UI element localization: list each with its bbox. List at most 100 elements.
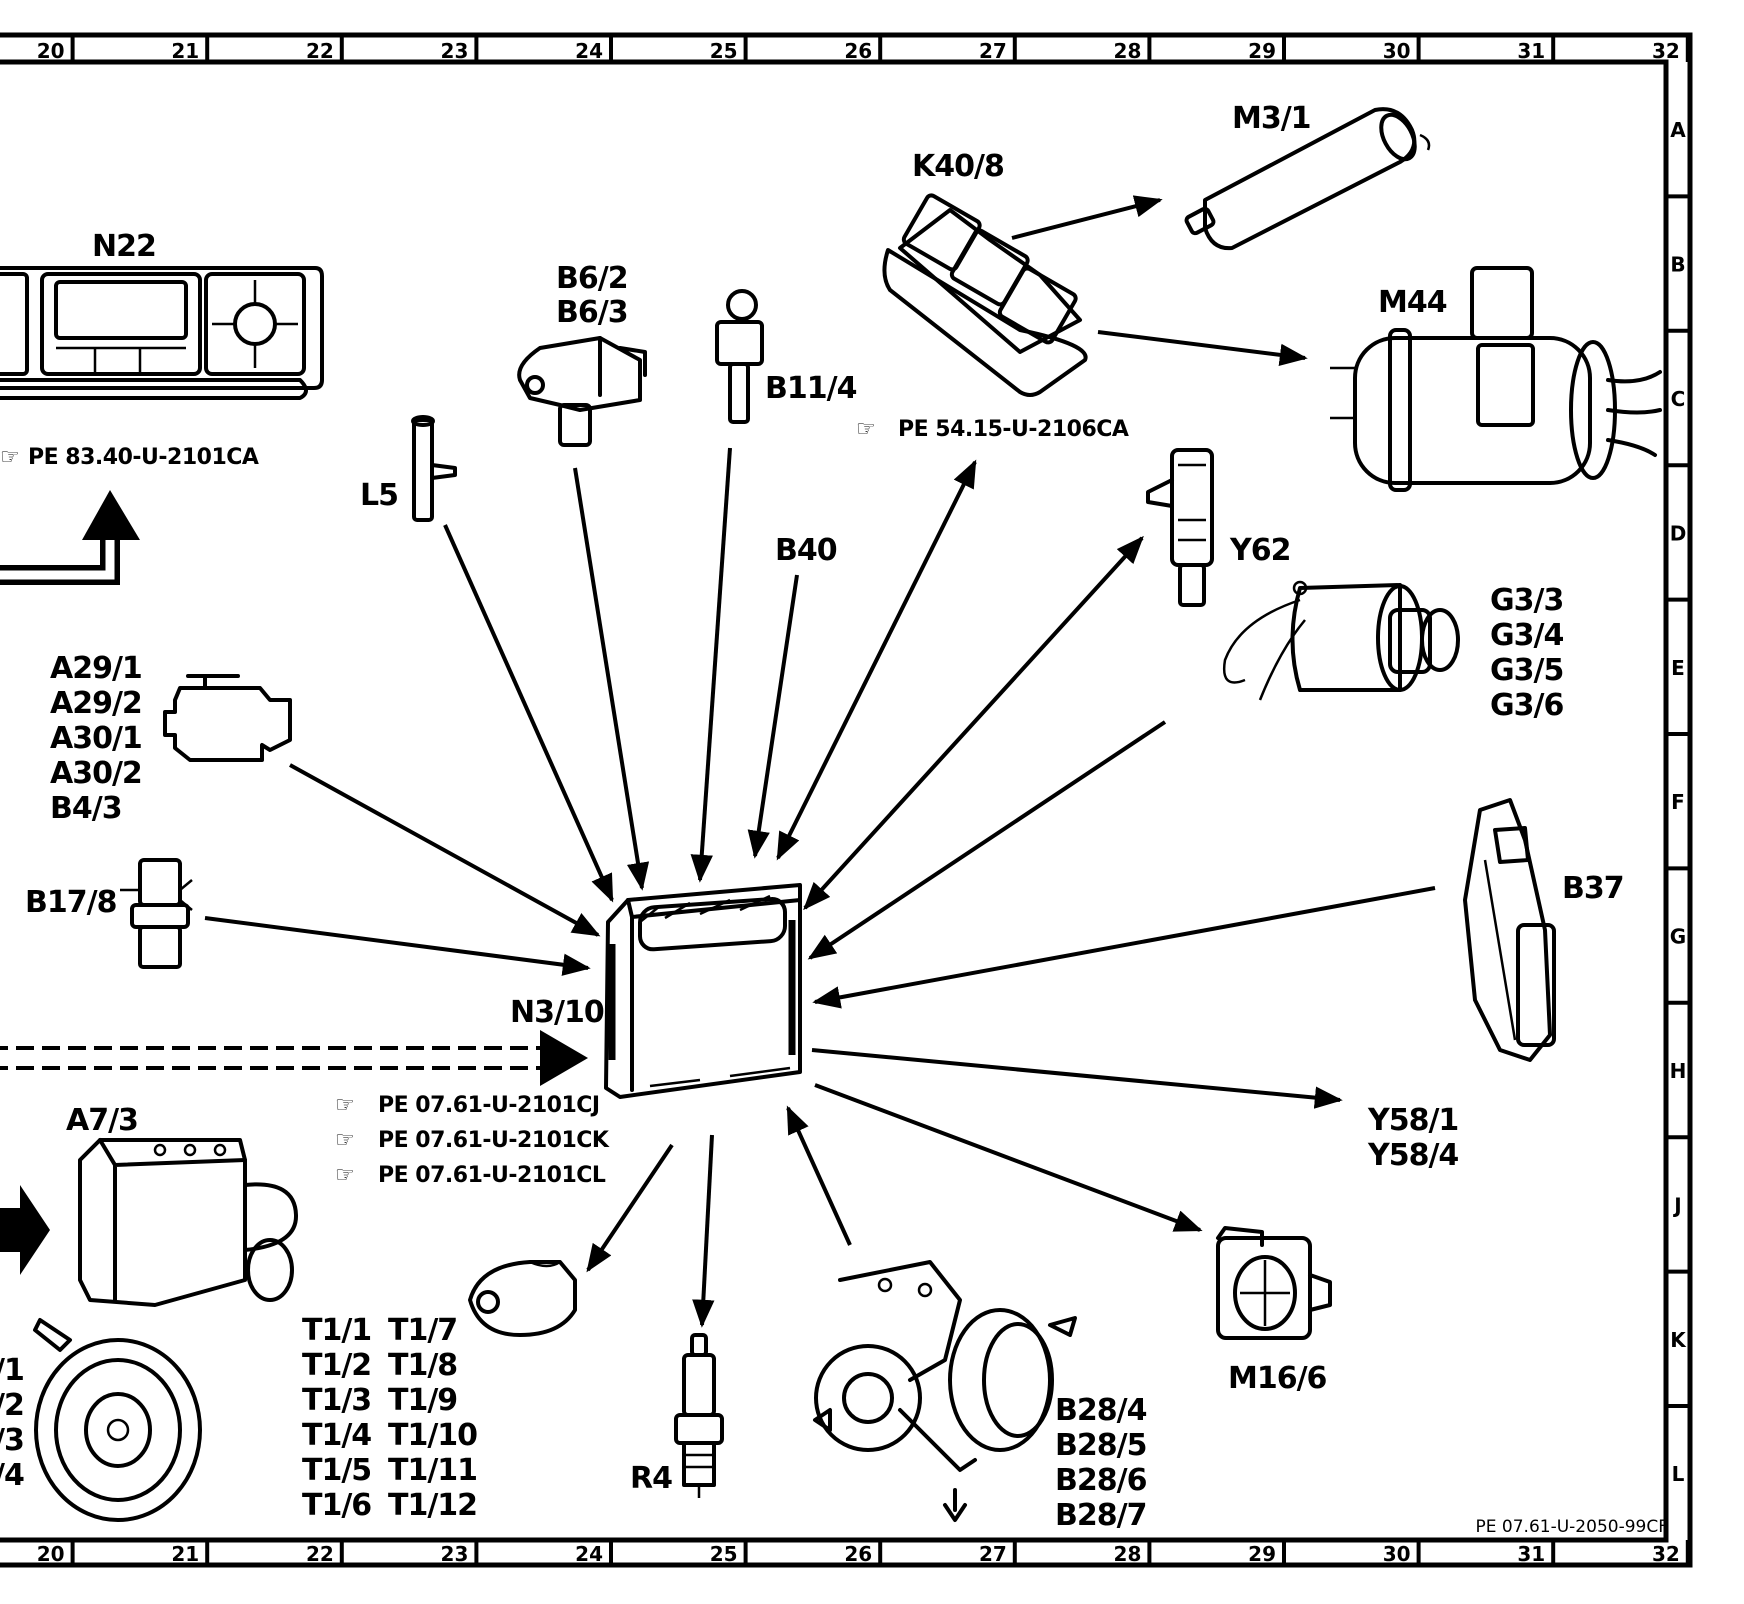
label-t1-2: T1/2 — [302, 1348, 371, 1383]
label-t1-6: T1/6 — [302, 1488, 371, 1523]
component-brake-disc — [33, 1318, 202, 1522]
column-number: 30 — [1383, 1542, 1411, 1566]
label-t1-5: T1/5 — [302, 1453, 371, 1488]
component-b6 — [517, 336, 647, 447]
arrow-n3-10-to-ignition-coil — [586, 1143, 674, 1273]
arrow-a29-to-n3-10 — [289, 763, 601, 937]
label-partial-3: /3 — [0, 1423, 24, 1458]
label-t1-1: T1/1 — [302, 1313, 371, 1348]
label-m16-6: M16/6 — [1228, 1361, 1327, 1396]
label-n3-10: N3/10 — [510, 995, 604, 1030]
row-letter: G — [1670, 925, 1686, 949]
column-number: 26 — [844, 1542, 872, 1566]
component-ignition-coil — [468, 1260, 577, 1337]
arrow-g3-to-n3-10 — [807, 720, 1167, 960]
component-b17-8 — [120, 858, 193, 969]
column-number: 21 — [171, 1542, 199, 1566]
label-b6-2: B6/2 — [556, 261, 628, 296]
ref-symbol: ☞ — [0, 445, 19, 470]
component-turbocharger — [813, 1260, 1077, 1522]
arrow-l5-to-n3-10 — [443, 524, 614, 903]
column-number: 20 — [37, 1542, 65, 1566]
column-number: 23 — [441, 1542, 469, 1566]
label-b4-3: B4/3 — [50, 791, 122, 826]
column-number: 21 — [171, 39, 199, 63]
column-number: 23 — [441, 39, 469, 63]
column-number: 24 — [575, 39, 603, 63]
column-number: 29 — [1248, 39, 1276, 63]
label-g3-3: G3/3 — [1490, 583, 1563, 618]
label-g3-6: G3/6 — [1490, 688, 1563, 723]
label-a30-1: A30/1 — [50, 721, 142, 756]
column-number: 31 — [1517, 39, 1545, 63]
label-m3-1: M3/1 — [1232, 101, 1311, 136]
arrow-b11-4-to-n3-10 — [690, 447, 732, 883]
ref-symbol: ☞ — [335, 1128, 354, 1153]
column-number: 32 — [1652, 1542, 1680, 1566]
component-y62 — [1146, 448, 1214, 607]
label-b17-8: B17/8 — [25, 885, 117, 920]
label-b40: B40 — [775, 533, 837, 568]
label-a29-2: A29/2 — [50, 686, 142, 721]
label-t1-8: T1/8 — [388, 1348, 457, 1383]
n3-10-reference-list: ☞ PE 07.61-U-2101CJ ☞ PE 07.61-U-2101CK … — [335, 1093, 610, 1188]
row-letter: H — [1670, 1059, 1687, 1083]
arrow-n3-10-y62 — [803, 535, 1144, 911]
column-number: 28 — [1114, 1542, 1142, 1566]
column-number: 28 — [1114, 39, 1142, 63]
label-partial-2: /2 — [0, 1388, 24, 1423]
label-m44: M44 — [1378, 285, 1447, 320]
component-spark-plug-r4 — [674, 1333, 724, 1498]
arrow-b6-to-n3-10 — [573, 467, 650, 891]
arrow-k40-8-to-m3-1 — [1011, 195, 1163, 240]
label-a29-1: A29/1 — [50, 651, 142, 686]
label-a30-2: A30/2 — [50, 756, 142, 791]
signal-arrows — [204, 195, 1436, 1328]
arrow-b37-to-n3-10 — [812, 886, 1436, 1009]
column-number: 27 — [979, 39, 1007, 63]
column-number: 22 — [306, 39, 334, 63]
label-b28-5: B28/5 — [1055, 1428, 1146, 1463]
arrow-to-n22 — [82, 490, 140, 540]
row-letter: A — [1670, 118, 1686, 142]
arrow-k40-8-to-m44 — [1097, 330, 1308, 366]
arrow-b40-to-n3-10 — [747, 574, 799, 859]
label-b28-4: B28/4 — [1055, 1393, 1147, 1428]
component-a7-3 — [78, 1138, 299, 1307]
component-g3 — [1222, 580, 1460, 701]
component-m44 — [1330, 266, 1662, 492]
label-y62: Y62 — [1229, 533, 1290, 568]
ref-n3-10-cl: PE 07.61-U-2101CL — [378, 1163, 606, 1188]
row-letter: D — [1670, 521, 1687, 545]
component-k40-8 — [882, 193, 1088, 397]
label-k40-8: K40/8 — [912, 149, 1004, 184]
column-number: 20 — [37, 39, 65, 63]
label-a7-3: A7/3 — [66, 1103, 138, 1138]
label-b11-4: B11/4 — [765, 371, 857, 406]
ref-n22: PE 83.40-U-2101CA — [28, 445, 259, 470]
arrow-to-a7-3 — [0, 1185, 50, 1275]
row-letter: C — [1671, 387, 1686, 411]
label-y58-4: Y58/4 — [1367, 1138, 1458, 1173]
row-letter: K — [1670, 1328, 1687, 1352]
column-number: 25 — [710, 39, 738, 63]
label-t1-12: T1/12 — [388, 1488, 477, 1523]
column-number: 32 — [1652, 39, 1680, 63]
column-number: 27 — [979, 1542, 1007, 1566]
label-t1-10: T1/10 — [388, 1418, 477, 1453]
column-number: 24 — [575, 1542, 603, 1566]
label-g3-4: G3/4 — [1490, 618, 1563, 653]
column-number: 22 — [306, 1542, 334, 1566]
arrow-n3-10-to-y58 — [811, 1048, 1343, 1109]
can-bus-arrow — [0, 1030, 588, 1086]
label-n22: N22 — [92, 229, 156, 264]
row-letter: J — [1672, 1193, 1681, 1217]
drawing-code: PE 07.61-U-2050-99CF — [1476, 1517, 1668, 1537]
row-letter: B — [1670, 253, 1685, 277]
label-l5: L5 — [360, 478, 398, 513]
